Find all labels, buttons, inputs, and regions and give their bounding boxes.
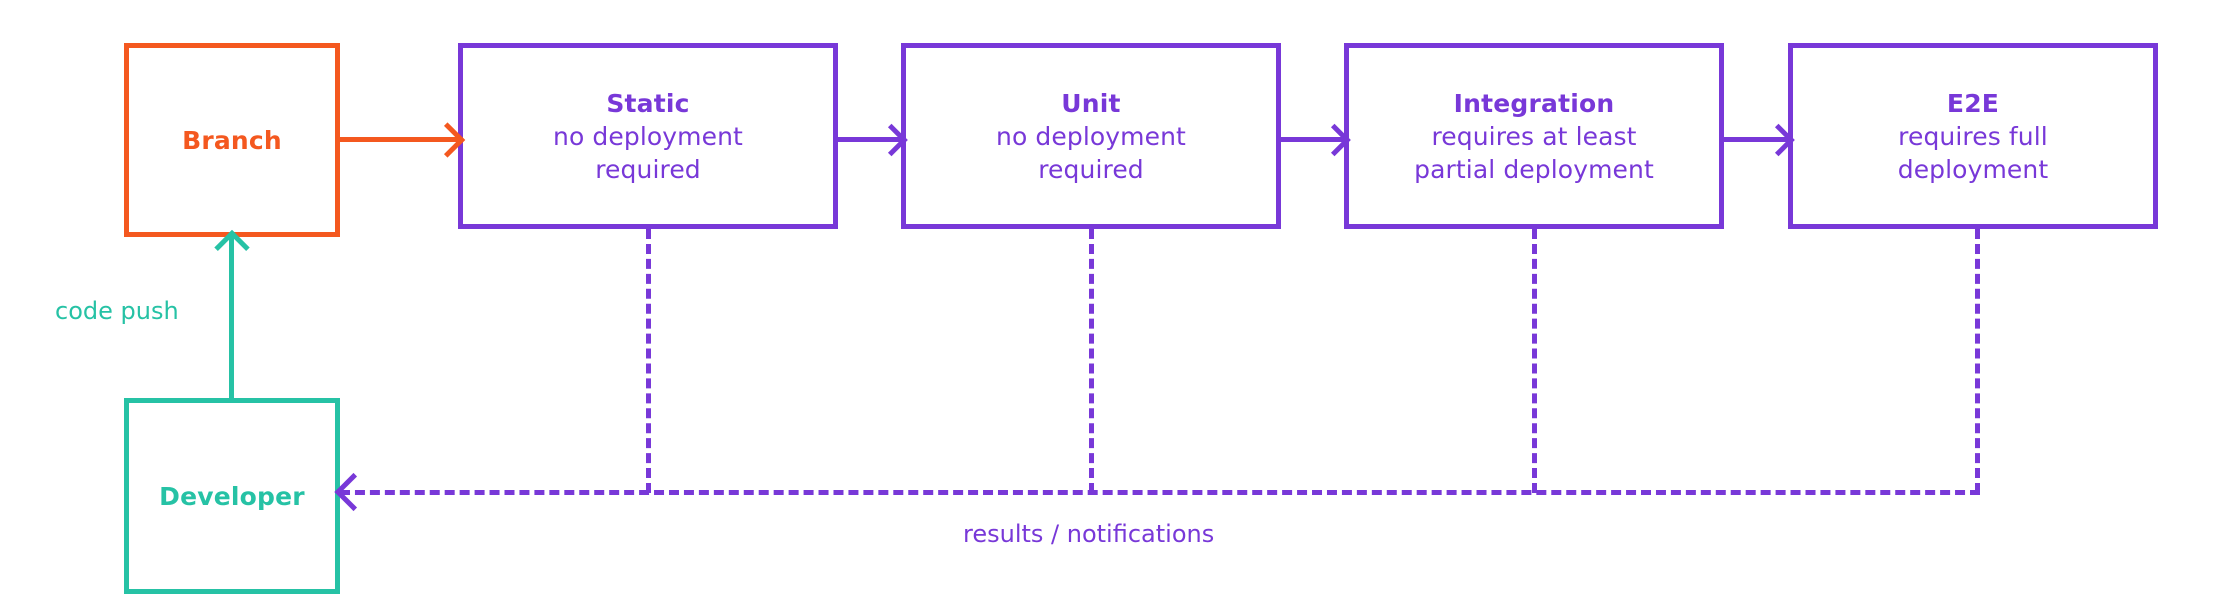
node-e2e-title: E2E [1946,88,2000,118]
node-unit-title: Unit [1061,88,1121,118]
arrow-unit-to-integration [1281,123,1351,156]
feedback-line-static [646,229,651,493]
node-unit-subtitle-line1: no deployment [996,121,1186,151]
node-static[interactable]: Static no deployment required [458,43,838,229]
edge-label-results-notifications: results / notifications [963,520,1215,548]
node-branch-title: Branch [182,125,282,155]
node-integration-title: Integration [1453,88,1615,118]
feedback-line-unit [1089,229,1094,493]
node-static-subtitle-line1: no deployment [553,121,743,151]
node-unit-subtitle-line2: required [1038,154,1144,184]
node-branch[interactable]: Branch [124,43,340,237]
arrowhead-left-icon [334,472,373,512]
edge-label-code-push: code push [55,297,179,325]
arrow-static-to-unit [838,123,908,156]
node-e2e[interactable]: E2E requires full deployment [1788,43,2158,229]
node-integration-subtitle-line2: partial deployment [1414,154,1654,184]
arrow-integration-to-e2e [1724,123,1795,156]
feedback-line-e2e [1975,229,1980,493]
node-static-subtitle-line2: required [595,154,701,184]
node-e2e-subtitle-line2: deployment [1897,154,2049,184]
feedback-line-integration [1532,229,1537,493]
node-integration[interactable]: Integration requires at least partial de… [1344,43,1724,229]
node-developer[interactable]: Developer [124,398,340,594]
node-e2e-subtitle-line1: requires full [1898,121,2048,151]
feedback-line-to-developer [340,490,1980,495]
node-integration-subtitle-line1: requires at least [1431,121,1637,151]
node-static-title: Static [606,88,690,118]
node-unit[interactable]: Unit no deployment required [901,43,1281,229]
node-developer-title: Developer [159,481,305,511]
arrow-branch-to-static [340,121,466,158]
arrow-developer-to-branch [213,229,250,398]
